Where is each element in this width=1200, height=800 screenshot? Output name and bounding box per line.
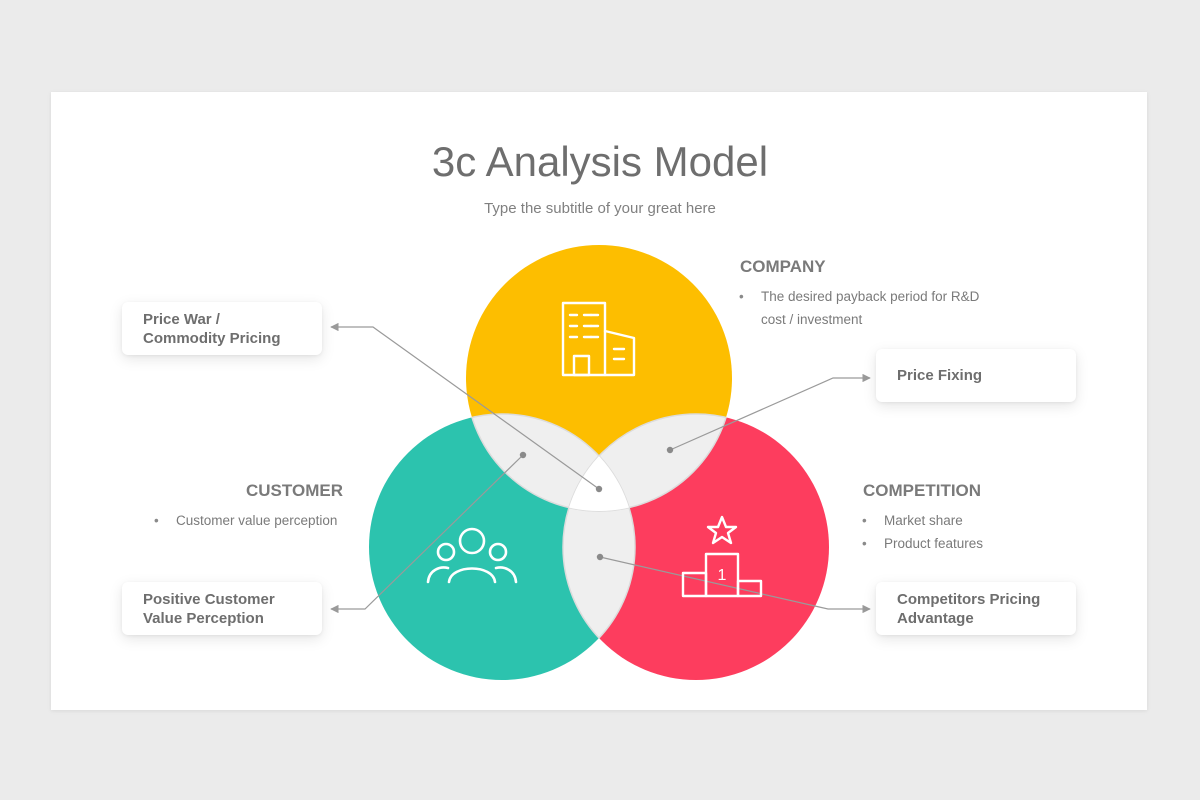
overlap-company-customer: [466, 414, 635, 511]
podium-star-icon: [681, 515, 763, 598]
connector-positive-customer: [330, 454, 524, 614]
page-title: 3c Analysis Model: [431, 138, 769, 185]
connector-lines: [330, 322, 871, 614]
customer-bullets: Customer value perception: [154, 509, 374, 532]
connector-price-war: [330, 322, 600, 490]
connector-dots: [519, 446, 674, 561]
callout-competitors-pricing-label: Competitors Pricing Advantage: [897, 590, 1041, 627]
users-group-icon: [426, 527, 518, 584]
competition-bullet-2: Product features: [862, 532, 1062, 555]
building-icon: [561, 301, 636, 377]
competition-bullet-1: Market share: [862, 509, 1062, 532]
callout-price-fixing-label: Price Fixing: [897, 367, 983, 384]
connector-price-fixing: [669, 373, 871, 451]
competition-heading: COMPETITION: [863, 481, 982, 500]
customer-bullet-1: Customer value perception: [154, 509, 374, 532]
company-bullet-1: The desired payback period for R&D cost …: [739, 285, 999, 331]
callout-price-war: Price War / Commodity Pricing: [122, 302, 322, 355]
callout-price-fixing: Price Fixing: [876, 349, 1076, 402]
connector-competitors-pricing: [599, 556, 871, 614]
callout-positive-customer: Positive Customer Value Perception: [122, 582, 322, 635]
podium-number: 1: [718, 567, 727, 584]
page-subtitle: Type the subtitle of your great here: [484, 200, 716, 217]
callout-positive-customer-label: Positive Customer Value Perception: [143, 590, 275, 627]
customer-heading: CUSTOMER: [246, 481, 343, 500]
callout-competitors-pricing: Competitors Pricing Advantage: [876, 582, 1076, 635]
competition-bullets: Market share Product features: [862, 509, 1062, 555]
overlap-company-competition: [563, 414, 732, 511]
company-heading: COMPANY: [740, 257, 826, 276]
callout-price-war-label: Price War / Commodity Pricing: [143, 310, 281, 347]
company-bullets: The desired payback period for R&D cost …: [739, 285, 999, 331]
